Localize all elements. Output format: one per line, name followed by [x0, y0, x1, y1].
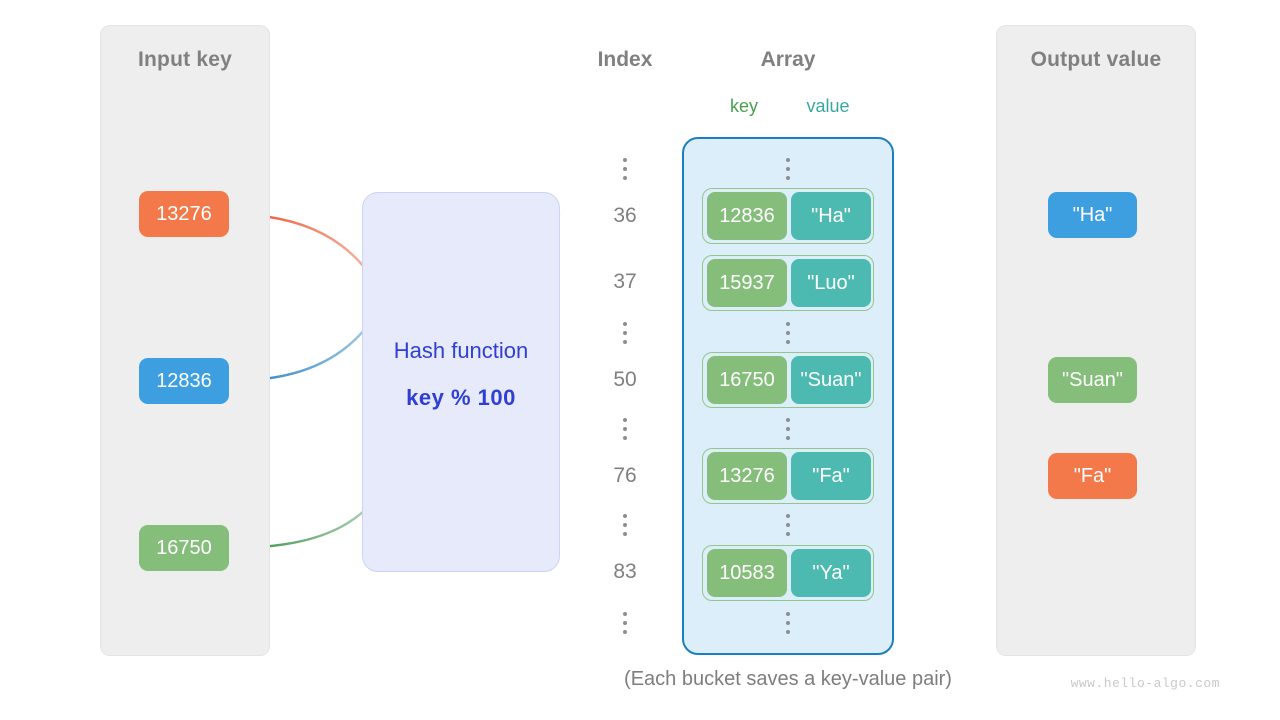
array-ellipsis-3 — [781, 418, 795, 445]
diagram-caption: (Each bucket saves a key-value pair) — [624, 668, 952, 690]
index-ellipsis-bottom — [618, 612, 632, 639]
output-value-panel: Output value — [996, 25, 1196, 656]
bucket-83[interactable]: 10583 "Ya" — [702, 545, 874, 601]
input-key-13276[interactable]: 13276 — [139, 191, 229, 237]
index-ellipsis-3 — [618, 418, 632, 445]
value-subheader: value — [806, 96, 850, 116]
bucket-50[interactable]: 16750 "Suan" — [702, 352, 874, 408]
index-ellipsis-2 — [618, 322, 632, 349]
output-value-suan[interactable]: "Suan" — [1048, 357, 1137, 403]
key-subheader: key — [729, 96, 758, 116]
array-column-header: Array — [760, 48, 816, 71]
output-value-ha[interactable]: "Ha" — [1048, 192, 1137, 238]
output-panel-title: Output value — [1030, 48, 1162, 71]
index-ellipsis-top — [618, 158, 632, 185]
bucket-83-key: 10583 — [707, 549, 787, 597]
array-ellipsis-top — [781, 158, 795, 185]
bucket-76-key: 13276 — [707, 452, 787, 500]
bucket-50-key: 16750 — [707, 356, 787, 404]
index-label-36: 36 — [613, 204, 637, 227]
hash-function-expression: key % 100 — [406, 385, 516, 410]
output-value-fa[interactable]: "Fa" — [1048, 453, 1137, 499]
bucket-36-key: 12836 — [707, 192, 787, 240]
bucket-76[interactable]: 13276 "Fa" — [702, 448, 874, 504]
bucket-37-key: 15937 — [707, 259, 787, 307]
bucket-50-value: "Suan" — [791, 356, 871, 404]
hash-function-name: Hash function — [393, 338, 529, 363]
bucket-36[interactable]: 12836 "Ha" — [702, 188, 874, 244]
input-key-12836[interactable]: 12836 — [139, 358, 229, 404]
bucket-76-value: "Fa" — [791, 452, 871, 500]
watermark: www.hello-algo.com — [1070, 676, 1220, 691]
index-label-50: 50 — [613, 368, 637, 391]
bucket-37-value: "Luo" — [791, 259, 871, 307]
array-ellipsis-bottom — [781, 612, 795, 639]
input-key-16750[interactable]: 16750 — [139, 525, 229, 571]
input-panel-title: Input key — [138, 48, 232, 71]
index-label-83: 83 — [613, 560, 637, 583]
index-ellipsis-4 — [618, 514, 632, 541]
bucket-36-value: "Ha" — [791, 192, 871, 240]
bucket-37[interactable]: 15937 "Luo" — [702, 255, 874, 311]
array-ellipsis-4 — [781, 514, 795, 541]
hash-function-box: Hash function key % 100 — [362, 192, 560, 572]
bucket-83-value: "Ya" — [791, 549, 871, 597]
array-ellipsis-2 — [781, 322, 795, 349]
index-column-header: Index — [597, 48, 653, 71]
index-label-37: 37 — [613, 270, 637, 293]
index-label-76: 76 — [613, 464, 637, 487]
